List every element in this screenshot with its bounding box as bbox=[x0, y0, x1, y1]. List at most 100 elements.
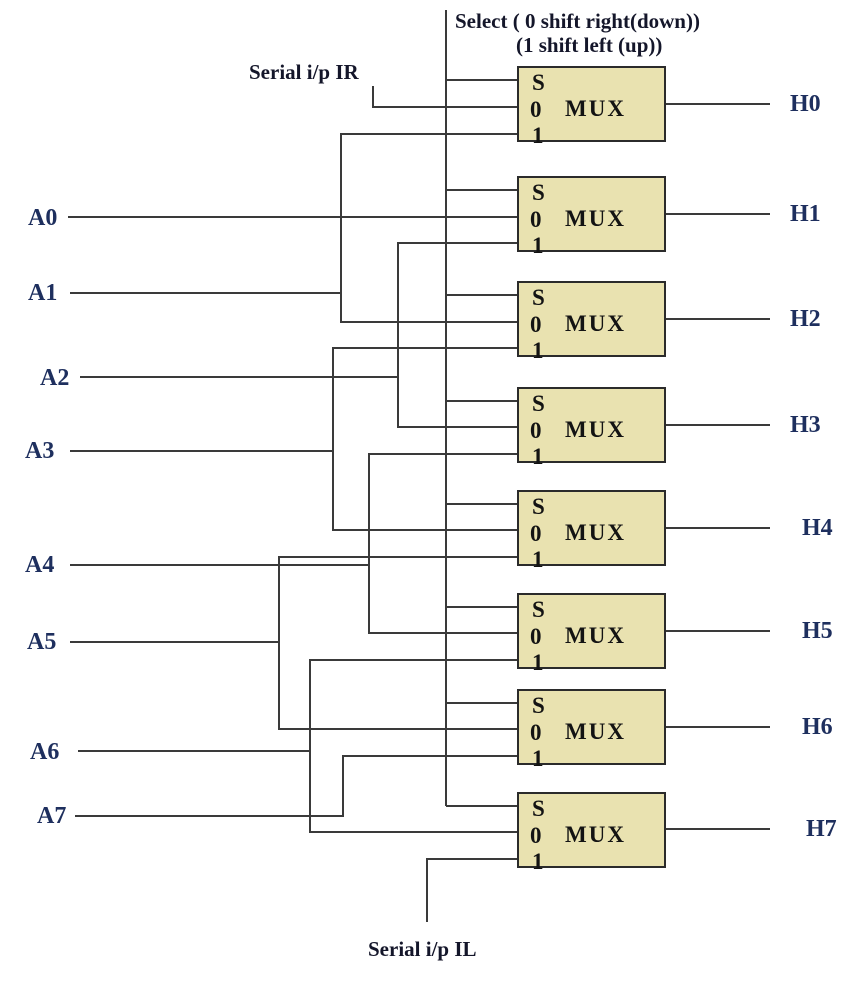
mux4-label: MUX bbox=[565, 520, 626, 545]
mux7-pin-0: 0 bbox=[530, 823, 542, 848]
mux2-label: MUX bbox=[565, 311, 626, 336]
wire-select-branch-mux6 bbox=[446, 702, 519, 704]
input-label-a2: A2 bbox=[40, 365, 70, 391]
wire-a4-to-mux3 bbox=[368, 453, 519, 455]
mux0-label: MUX bbox=[565, 96, 626, 121]
mux1-pin-0: 0 bbox=[530, 207, 542, 232]
wire-output-h1 bbox=[666, 213, 770, 215]
mux6-select-pin: S bbox=[532, 693, 545, 718]
mux0-select-pin: S bbox=[532, 70, 545, 95]
mux-box-1: S 0 1 MUX bbox=[517, 176, 666, 257]
select-annotation-line1: Select ( 0 shift right(down)) bbox=[455, 9, 700, 33]
output-label-h7: H7 bbox=[806, 816, 837, 842]
wire-a5-riser bbox=[278, 556, 280, 730]
wire-a6-to-mux5 bbox=[309, 659, 519, 661]
input-label-a6: A6 bbox=[30, 739, 60, 765]
mux-box-7: S 0 1 MUX bbox=[517, 792, 666, 873]
wire-a7-riser bbox=[342, 755, 344, 817]
wire-a3-main bbox=[70, 450, 334, 452]
output-label-h3: H3 bbox=[790, 412, 821, 438]
wire-a6-main bbox=[78, 750, 311, 752]
wire-serial-ir-drop bbox=[372, 86, 374, 108]
mux2-pin-0: 0 bbox=[530, 312, 542, 337]
wire-a1-riser bbox=[340, 133, 342, 323]
mux1-select-pin: S bbox=[532, 180, 545, 205]
wire-output-h3 bbox=[666, 424, 770, 426]
mux3-label: MUX bbox=[565, 417, 626, 442]
mux2-select-pin: S bbox=[532, 285, 545, 310]
serial-input-left-label: Serial i/p IL bbox=[368, 937, 477, 961]
mux1-label: MUX bbox=[565, 206, 626, 231]
wire-a7-main bbox=[75, 815, 344, 817]
wire-select-branch-mux1 bbox=[446, 189, 519, 191]
wire-serial-il-drop bbox=[426, 858, 428, 922]
mux-box-6: S 0 1 MUX bbox=[517, 689, 666, 770]
mux3-pin-0: 0 bbox=[530, 418, 542, 443]
wire-output-h2 bbox=[666, 318, 770, 320]
mux6-pin-1: 1 bbox=[532, 746, 544, 771]
mux1-pin-1: 1 bbox=[532, 233, 544, 258]
mux5-select-pin: S bbox=[532, 597, 545, 622]
input-label-a1: A1 bbox=[28, 280, 58, 306]
wire-a2-to-mux3 bbox=[397, 426, 519, 428]
output-label-h4: H4 bbox=[802, 515, 833, 541]
mux-box-0: S 0 1 MUX bbox=[517, 66, 666, 147]
mux6-label: MUX bbox=[565, 719, 626, 744]
mux-box-2: S 0 1 MUX bbox=[517, 281, 666, 362]
input-label-a0: A0 bbox=[28, 205, 58, 231]
serial-input-right-label: Serial i/p IR bbox=[249, 60, 359, 84]
wire-a6-to-mux7 bbox=[309, 831, 519, 833]
wire-select-bus bbox=[445, 10, 447, 806]
mux6-pin-0: 0 bbox=[530, 720, 542, 745]
mux2-pin-1: 1 bbox=[532, 338, 544, 363]
input-label-a3: A3 bbox=[25, 438, 55, 464]
wire-output-h7 bbox=[666, 828, 770, 830]
input-label-a5: A5 bbox=[27, 629, 57, 655]
output-label-h1: H1 bbox=[790, 201, 821, 227]
mux5-label: MUX bbox=[565, 623, 626, 648]
mux7-label: MUX bbox=[565, 822, 626, 847]
input-label-a7: A7 bbox=[37, 803, 67, 829]
wire-a1-to-mux2 bbox=[340, 321, 519, 323]
wire-a1-main bbox=[70, 292, 342, 294]
wire-output-h4 bbox=[666, 527, 770, 529]
wire-a7-to-mux6 bbox=[342, 755, 519, 757]
mux5-pin-0: 0 bbox=[530, 624, 542, 649]
wire-select-branch-mux0 bbox=[446, 79, 519, 81]
wire-select-branch-mux3 bbox=[446, 400, 519, 402]
mux-box-3: S 0 1 MUX bbox=[517, 387, 666, 468]
mux-box-4: S 0 1 MUX bbox=[517, 490, 666, 571]
mux7-pin-1: 1 bbox=[532, 849, 544, 874]
wire-a6-riser bbox=[309, 659, 311, 833]
output-label-h5: H5 bbox=[802, 618, 833, 644]
wire-a5-to-mux6 bbox=[278, 728, 519, 730]
output-label-h6: H6 bbox=[802, 714, 833, 740]
wire-select-branch-mux5 bbox=[446, 606, 519, 608]
wire-a5-to-mux4 bbox=[278, 556, 519, 558]
wire-serial-ir-to-mux0 bbox=[373, 106, 519, 108]
mux0-pin-1: 1 bbox=[532, 123, 544, 148]
wire-output-h6 bbox=[666, 726, 770, 728]
wire-output-h0 bbox=[666, 103, 770, 105]
wire-a3-to-mux4 bbox=[332, 529, 519, 531]
wire-a0-main bbox=[68, 216, 519, 218]
wire-a2-main bbox=[80, 376, 398, 378]
mux7-select-pin: S bbox=[532, 796, 545, 821]
wire-select-branch-mux7 bbox=[446, 805, 519, 807]
mux3-select-pin: S bbox=[532, 391, 545, 416]
output-label-h2: H2 bbox=[790, 306, 821, 332]
wire-output-h5 bbox=[666, 630, 770, 632]
wire-a3-riser bbox=[332, 347, 334, 531]
mux5-pin-1: 1 bbox=[532, 650, 544, 675]
wire-a2-to-mux1 bbox=[397, 242, 519, 244]
wire-a4-to-mux5 bbox=[368, 632, 519, 634]
wire-select-branch-mux4 bbox=[446, 503, 519, 505]
mux3-pin-1: 1 bbox=[532, 444, 544, 469]
mux4-pin-0: 0 bbox=[530, 521, 542, 546]
wire-a5-main bbox=[70, 641, 280, 643]
wire-a2-riser bbox=[397, 242, 399, 428]
wire-a4-riser bbox=[368, 453, 370, 634]
wire-serial-il-to-mux7 bbox=[426, 858, 519, 860]
mux4-select-pin: S bbox=[532, 494, 545, 519]
